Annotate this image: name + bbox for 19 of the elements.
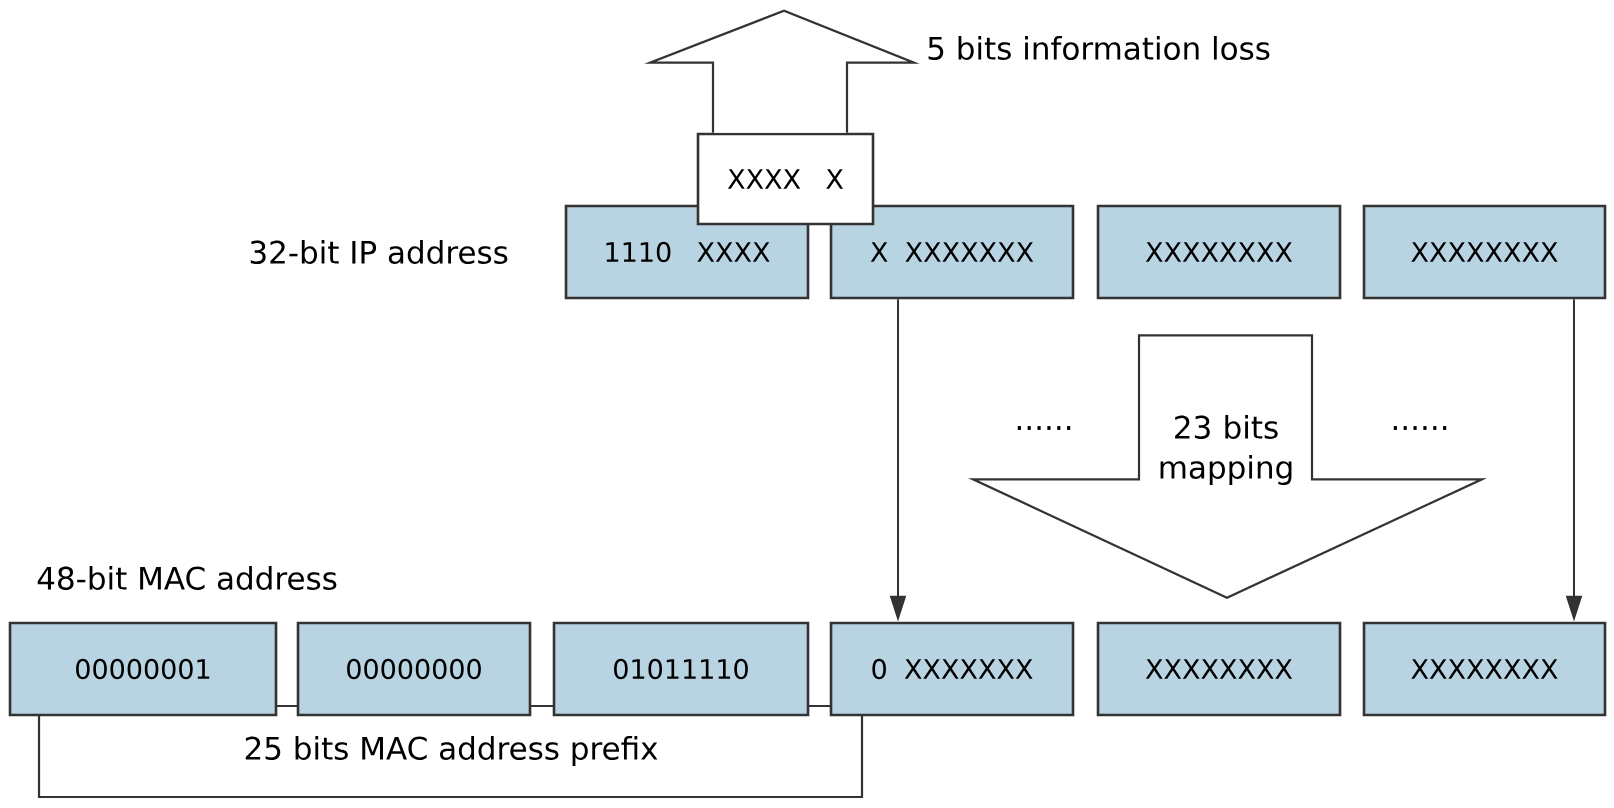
label-text: 25 bits MAC address prefix [245,736,658,766]
bit-box: 01011110 [552,621,810,717]
bit-box: X XXXXXXX [829,204,1075,300]
bit-box: XXXX X [696,132,875,226]
block-arrow [644,9,920,134]
edge-label: 5 bits information loss [924,34,1273,62]
dots: ...... [1393,426,1447,430]
edge-label: 23 bits mapping [1149,413,1303,487]
bit-box: XXXXXXXX [1096,204,1342,300]
label-text: 32-bit IP address [250,240,508,264]
dots: ...... [1017,426,1071,430]
bit-box: 1110 XXXX [564,204,810,300]
bit-box: 00000000 [296,621,532,717]
label-text: 48-bit MAC address [37,566,337,590]
bit-box: XXXXXXXX [1362,204,1607,300]
bit-box: 0 XXXXXXX [829,621,1075,717]
bit-box: XXXXXXXX [1362,621,1607,717]
bit-box: 00000001 [8,621,278,717]
bit-box: XXXXXXXX [1096,621,1342,717]
